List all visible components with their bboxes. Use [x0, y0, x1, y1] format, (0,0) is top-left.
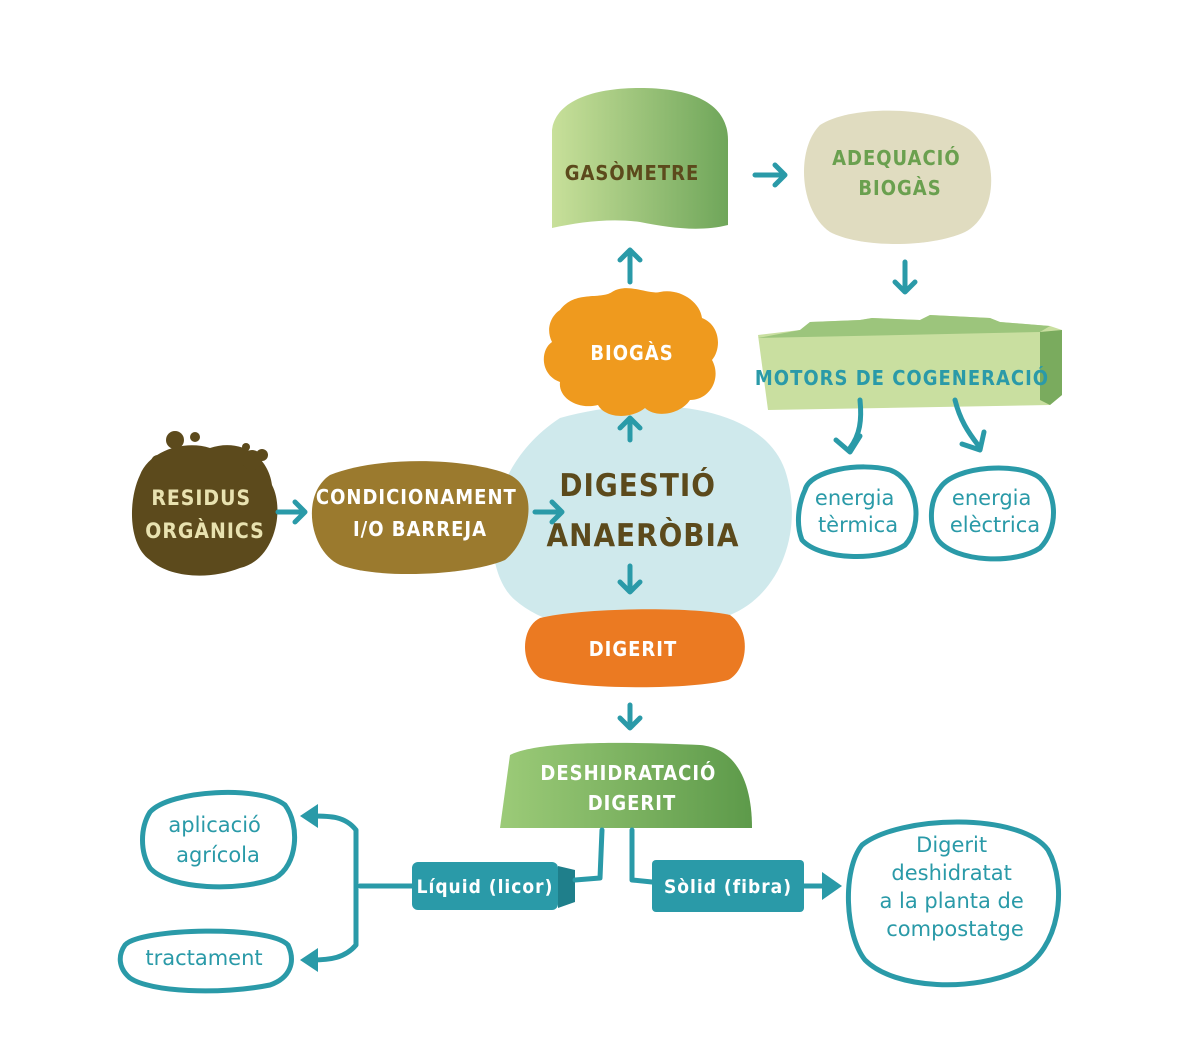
arrow-deshidratacio-solid — [629, 827, 655, 885]
motors-label: MOTORS DE COGENERACIÓ — [755, 366, 1049, 390]
aplicacio-label: aplicació agrícola — [168, 813, 267, 867]
adequacio-blob — [803, 110, 992, 244]
arrow-residus-condicionament — [275, 499, 308, 525]
gasometre-shape — [552, 88, 728, 229]
liquid-tag — [412, 862, 575, 910]
digerit-label: DIGERIT — [589, 637, 678, 661]
arrow-condicionament-digestio — [532, 499, 565, 525]
arrow-motors-termica — [833, 397, 864, 455]
arrow-liquid-branch — [309, 813, 415, 963]
arrow-liquid-tractament-head — [300, 948, 318, 972]
energia-electrica-label: energia elèctrica — [950, 486, 1040, 537]
arrow-digerit-deshidratacio — [617, 702, 643, 731]
motors-shape — [758, 315, 1062, 410]
arrow-deshidratacio-liquid — [572, 827, 605, 883]
arrow-digestio-digerit — [617, 563, 643, 595]
condicionament-blob — [311, 461, 529, 575]
energia-termica-circle — [795, 464, 919, 559]
digestio-label: DIGESTIÓ ANAERÒBIA — [547, 467, 740, 554]
arrows — [275, 162, 987, 972]
biogas-label: BIOGÀS — [590, 341, 673, 365]
residus-label: RESIDUS ORGÀNICS — [145, 486, 264, 543]
arrow-biogas-gasometre — [617, 247, 643, 285]
arrow-adequacio-motors — [892, 259, 918, 295]
solid-label: Sòlid (fibra) — [664, 876, 792, 898]
energia-termica-label: energia tèrmica — [815, 486, 901, 537]
arrow-gasometre-adequacio — [752, 162, 788, 188]
adequacio-label: ADEQUACIÓ BIOGÀS — [832, 146, 968, 200]
energia-electrica-circle — [929, 465, 1056, 562]
tractament-circle — [117, 928, 294, 994]
condicionament-label: CONDICIONAMENT I/O BARREJA — [316, 485, 524, 541]
residus-blob — [131, 431, 278, 576]
digerit-deshidratat-circle — [846, 819, 1061, 988]
aplicacio-circle — [140, 789, 298, 890]
arrow-liquid-aplicacio-head — [300, 804, 318, 828]
biogas-cloud — [543, 288, 718, 416]
deshidratacio-label: DESHIDRATACIÓ DIGERIT — [540, 761, 723, 815]
deshidratacio-shape — [500, 742, 752, 828]
arrow-solid-digerit-head — [822, 872, 842, 900]
digerit-deshidratat-label: Digerit deshidratat a la planta de compo… — [880, 833, 1031, 941]
tractament-label: tractament — [145, 946, 262, 970]
digestio-blob — [492, 405, 792, 633]
gasometre-label: GASÒMETRE — [565, 161, 700, 185]
liquid-label: Líquid (licor) — [417, 876, 554, 898]
arrow-motors-electrica — [952, 397, 987, 453]
arrow-digestio-biogas — [617, 415, 643, 443]
solid-tag — [652, 860, 804, 912]
digerit-blob — [525, 609, 745, 688]
